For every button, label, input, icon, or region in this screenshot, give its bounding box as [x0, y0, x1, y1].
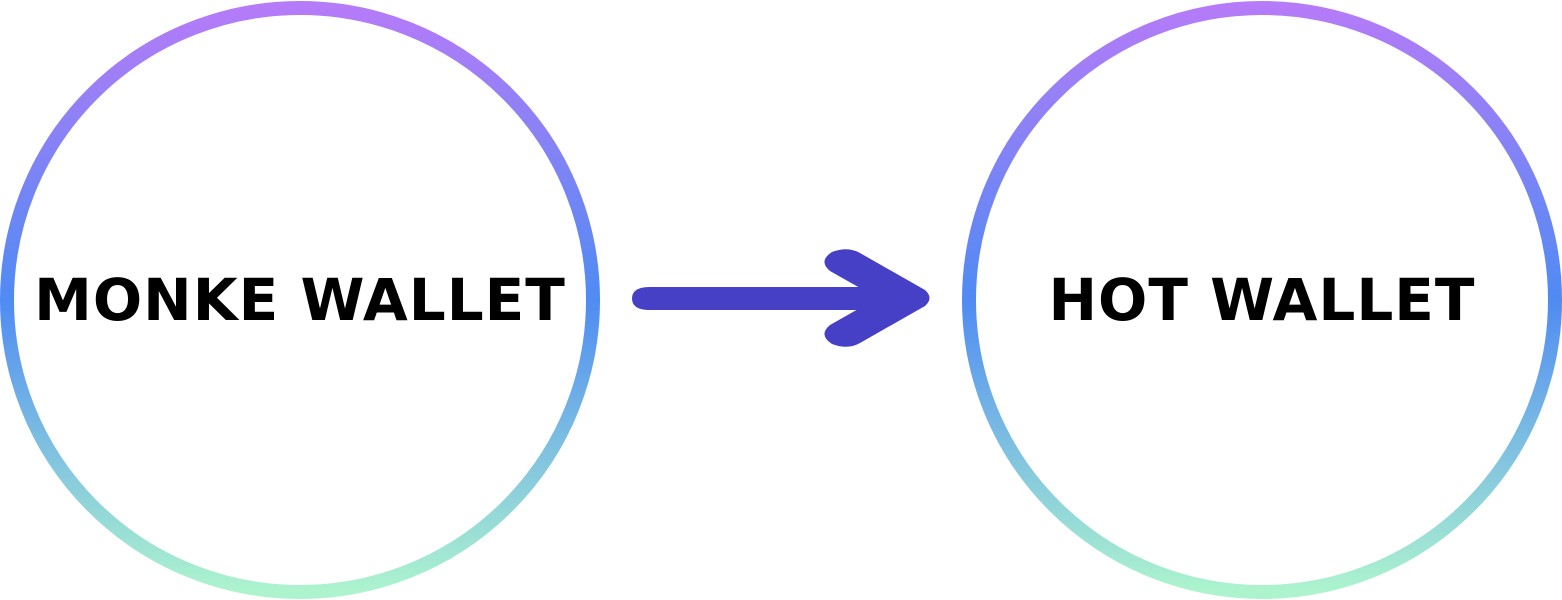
arrow-right-icon — [632, 249, 930, 347]
arrow-shaft — [632, 287, 860, 310]
node-label-hot-wallet: HOT WALLET — [1049, 266, 1476, 334]
node-monke-wallet: MONKE WALLET — [0, 1, 600, 599]
node-circle — [962, 1, 1562, 599]
node-label-monke-wallet: MONKE WALLET — [34, 266, 566, 334]
node-hot-wallet: HOT WALLET — [962, 1, 1562, 599]
node-circle — [0, 1, 600, 599]
arrow-head — [824, 249, 930, 347]
